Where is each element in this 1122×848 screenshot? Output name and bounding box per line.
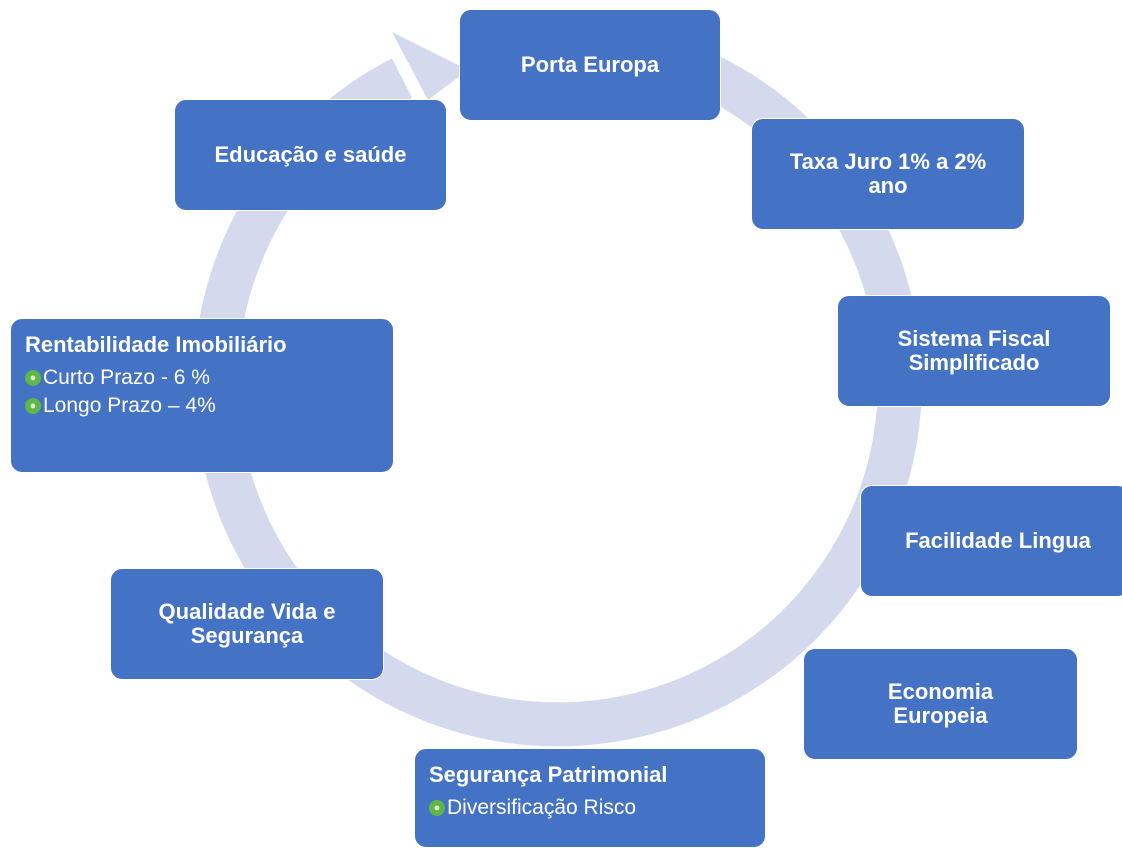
node-rentabilidade-imobiliario: Rentabilidade Imobiliário ● Curto Prazo … [10, 318, 394, 473]
cycle-ring-arc [193, 39, 922, 747]
node-sistema-fiscal: Sistema Fiscal Simplificado [837, 295, 1111, 407]
node-title: Facilidade Lingua [905, 528, 1091, 553]
bullet-icon: ● [25, 370, 41, 386]
bullet-text: Longo Prazo – 4% [43, 394, 216, 417]
node-seguranca-patrimonial: Segurança Patrimonial ● Diversificação R… [414, 748, 766, 848]
cycle-ring-arrowhead [392, 32, 468, 100]
node-title: Educação e saúde [214, 142, 407, 167]
node-taxa-juro: Taxa Juro 1% a 2% ano [751, 118, 1025, 230]
node-economia-europeia: Economia Europeia [803, 648, 1078, 760]
list-item: ● Diversificação Risco [429, 795, 636, 821]
node-title: Taxa Juro 1% a 2% ano [789, 149, 987, 198]
bullet-text: Diversificação Risco [447, 796, 637, 819]
list-item: ● Curto Prazo - 6 % [25, 365, 210, 391]
node-title: Porta Europa [520, 52, 660, 77]
node-qualidade-vida: Qualidade Vida e Segurança [110, 568, 384, 680]
node-title: Economia Europeia [887, 679, 994, 728]
node-title: Sistema Fiscal Simplificado [897, 326, 1051, 375]
node-title: Rentabilidade Imobiliário [25, 332, 287, 357]
node-educacao-saude: Educação e saúde [174, 99, 447, 211]
bullet-text: Curto Prazo - 6 % [43, 366, 210, 389]
node-title: Qualidade Vida e Segurança [158, 599, 336, 648]
node-title: Segurança Patrimonial [429, 762, 668, 787]
bullet-icon: ● [25, 398, 41, 414]
node-facilidade-lingua: Facilidade Lingua [860, 485, 1122, 597]
list-item: ● Longo Prazo – 4% [25, 393, 216, 419]
bullet-icon: ● [429, 800, 445, 816]
node-porta-europa: Porta Europa [459, 9, 721, 121]
